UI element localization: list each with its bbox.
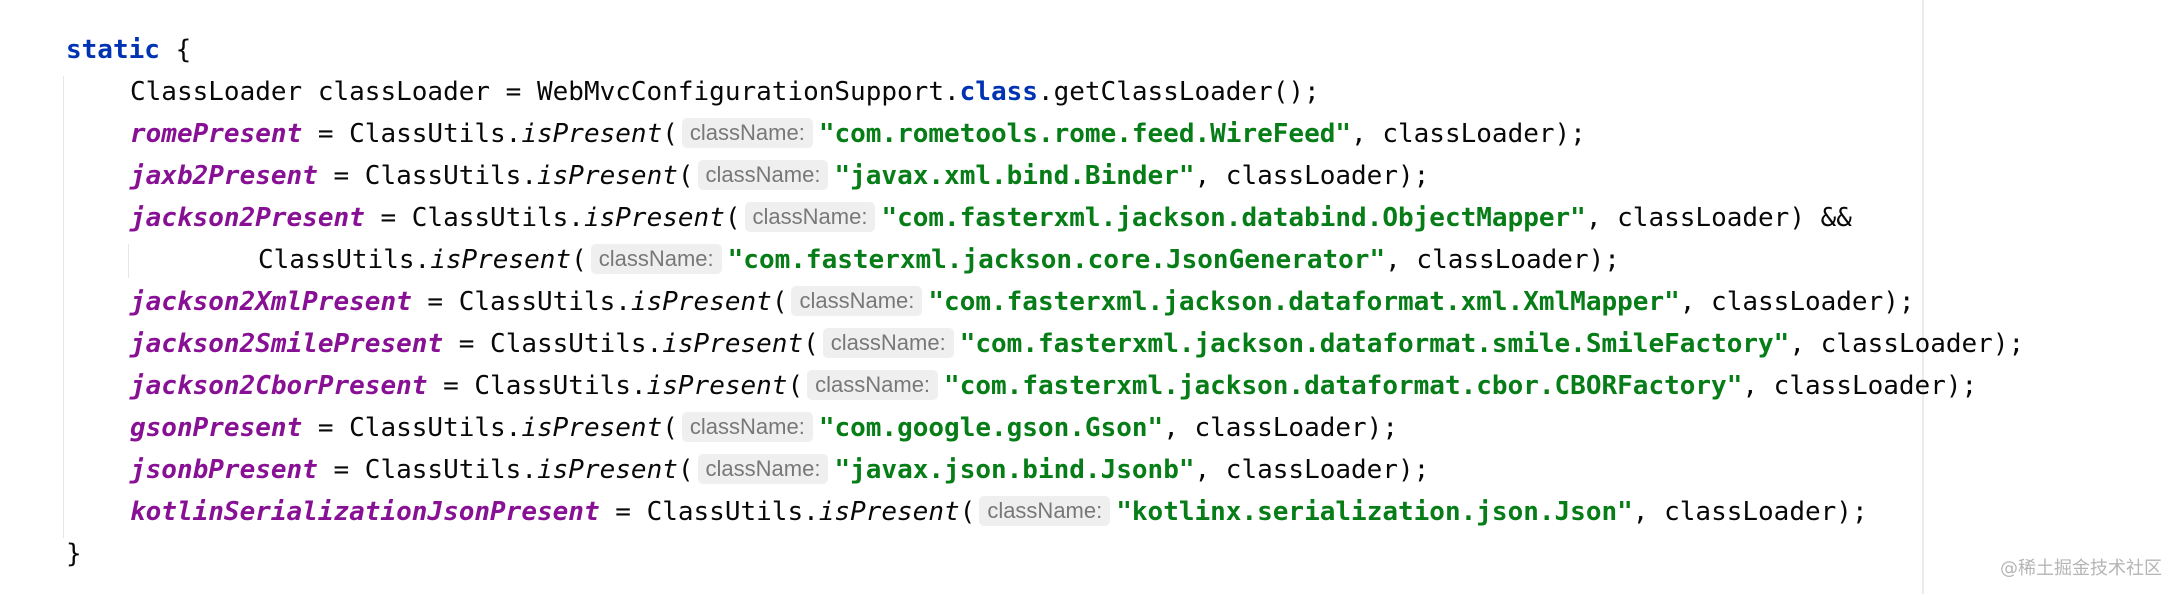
string-literal: "com.google.gson.Gson": [818, 413, 1164, 443]
method-name: isPresent: [662, 329, 804, 359]
code-text: = ClassUtils.: [364, 203, 584, 233]
code-line-jackson2-present[interactable]: jackson2Present = ClassUtils.isPresent(c…: [66, 197, 2024, 239]
open-paren: (: [662, 119, 678, 149]
parameter-hint: className:: [681, 118, 813, 148]
method-name: isPresent: [537, 161, 678, 191]
method-name: isPresent: [521, 413, 663, 443]
field-name: jaxb2Present: [130, 161, 318, 191]
code-text: , classLoader);: [1789, 329, 2025, 359]
indent-guide: [63, 76, 64, 538]
code-text: , classLoader);: [1194, 161, 1430, 191]
open-paren: (: [787, 371, 804, 401]
open-paren: (: [771, 287, 788, 317]
code-line-rome-present[interactable]: romePresent = ClassUtils.isPresent(class…: [66, 113, 2024, 155]
open-paren: (: [803, 329, 819, 359]
field-name: jackson2XmlPresent: [130, 287, 412, 317]
code-text: , classLoader);: [1194, 455, 1430, 485]
keyword-class: class: [959, 77, 1038, 107]
parameter-hint: className:: [791, 286, 923, 316]
code-line-jsonb-present[interactable]: jsonbPresent = ClassUtils.isPresent(clas…: [66, 449, 2024, 491]
parameter-hint: className:: [822, 328, 954, 358]
code-text: , classLoader) &&: [1585, 203, 1852, 233]
method-name: isPresent: [430, 245, 572, 275]
parameter-hint: className:: [697, 454, 829, 484]
code-text: , classLoader);: [1351, 119, 1586, 149]
code-line-kotlin-serialization-present[interactable]: kotlinSerializationJsonPresent = ClassUt…: [66, 491, 2024, 533]
string-literal: "javax.json.bind.Jsonb": [834, 455, 1195, 485]
parameter-hint: className:: [697, 160, 829, 190]
parameter-hint: className:: [681, 412, 813, 442]
code-text: = ClassUtils.: [411, 287, 631, 317]
string-literal: "com.fasterxml.jackson.dataformat.xml.Xm…: [928, 287, 1680, 317]
field-name: gsonPresent: [130, 413, 303, 443]
method-name: isPresent: [537, 455, 678, 485]
code-text: , classLoader);: [1385, 245, 1620, 275]
open-paren: (: [677, 161, 694, 191]
string-literal: "kotlinx.serialization.json.Json": [1116, 497, 1633, 527]
code-line-static-open[interactable]: static {: [66, 29, 2024, 71]
method-name: isPresent: [521, 119, 663, 149]
code-text: .getClassLoader();: [1037, 77, 1320, 107]
method-name: isPresent: [646, 371, 788, 401]
field-name: jackson2CborPresent: [130, 371, 428, 401]
field-name: jackson2SmilePresent: [130, 329, 444, 359]
string-literal: "com.rometools.rome.feed.WireFeed": [818, 119, 1352, 149]
parameter-hint: className:: [744, 202, 876, 232]
parameter-hint: className:: [807, 370, 939, 400]
code-text: , classLoader);: [1632, 497, 1868, 527]
field-name: kotlinSerializationJsonPresent: [130, 497, 600, 527]
method-name: isPresent: [630, 287, 772, 317]
code-text: ClassLoader classLoader = WebMvcConfigur…: [130, 77, 960, 107]
code-text: = ClassUtils.: [302, 119, 522, 149]
field-name: jsonbPresent: [130, 455, 318, 485]
code-text: = ClassUtils.: [317, 161, 537, 191]
string-literal: "com.fasterxml.jackson.databind.ObjectMa…: [881, 203, 1586, 233]
code-line-gson-present[interactable]: gsonPresent = ClassUtils.isPresent(class…: [66, 407, 2024, 449]
string-literal: "javax.xml.bind.Binder": [834, 161, 1195, 191]
code-line-jaxb2-present[interactable]: jaxb2Present = ClassUtils.isPresent(clas…: [66, 155, 2024, 197]
method-name: isPresent: [583, 203, 725, 233]
string-literal: "com.fasterxml.jackson.core.JsonGenerato…: [727, 245, 1386, 275]
code-text: = ClassUtils.: [443, 329, 663, 359]
code-text: = ClassUtils.: [427, 371, 647, 401]
parameter-hint: className:: [590, 244, 722, 274]
code-line-close[interactable]: }: [66, 533, 2024, 575]
code-line-classloader[interactable]: ClassLoader classLoader = WebMvcConfigur…: [66, 71, 2024, 113]
open-paren: (: [959, 497, 976, 527]
watermark: @稀土掘金技术社区: [2000, 558, 2162, 579]
continuation-indent-guide: [128, 244, 129, 278]
code-line-jackson2-cbor-present[interactable]: jackson2CborPresent = ClassUtils.isPrese…: [66, 365, 2024, 407]
keyword-static: static: [66, 35, 160, 65]
code-text: = ClassUtils.: [317, 455, 537, 485]
open-paren: (: [724, 203, 741, 233]
field-name: jackson2Present: [130, 203, 365, 233]
code-text: , classLoader);: [1679, 287, 1915, 317]
code-line-jackson2-xml-present[interactable]: jackson2XmlPresent = ClassUtils.isPresen…: [66, 281, 2024, 323]
code-block[interactable]: static { ClassLoader classLoader = WebMv…: [66, 29, 2024, 575]
code-text: , classLoader);: [1163, 413, 1398, 443]
string-literal: "com.fasterxml.jackson.dataformat.cbor.C…: [944, 371, 1743, 401]
open-paren: (: [677, 455, 694, 485]
right-margin-guide: [1922, 0, 1924, 594]
string-literal: "com.fasterxml.jackson.dataformat.smile.…: [959, 329, 1790, 359]
code-text: , classLoader);: [1742, 371, 1978, 401]
method-name: isPresent: [818, 497, 960, 527]
close-brace: }: [66, 539, 82, 569]
field-name: romePresent: [130, 119, 303, 149]
code-line-jackson2-continuation[interactable]: ClassUtils.isPresent(className:"com.fast…: [66, 239, 2024, 281]
code-text: = ClassUtils.: [302, 413, 522, 443]
code-line-jackson2-smile-present[interactable]: jackson2SmilePresent = ClassUtils.isPres…: [66, 323, 2024, 365]
parameter-hint: className:: [979, 496, 1111, 526]
open-paren: (: [571, 245, 587, 275]
open-brace: {: [159, 35, 192, 65]
code-text: = ClassUtils.: [599, 497, 819, 527]
open-paren: (: [662, 413, 678, 443]
code-text: ClassUtils.: [258, 245, 431, 275]
